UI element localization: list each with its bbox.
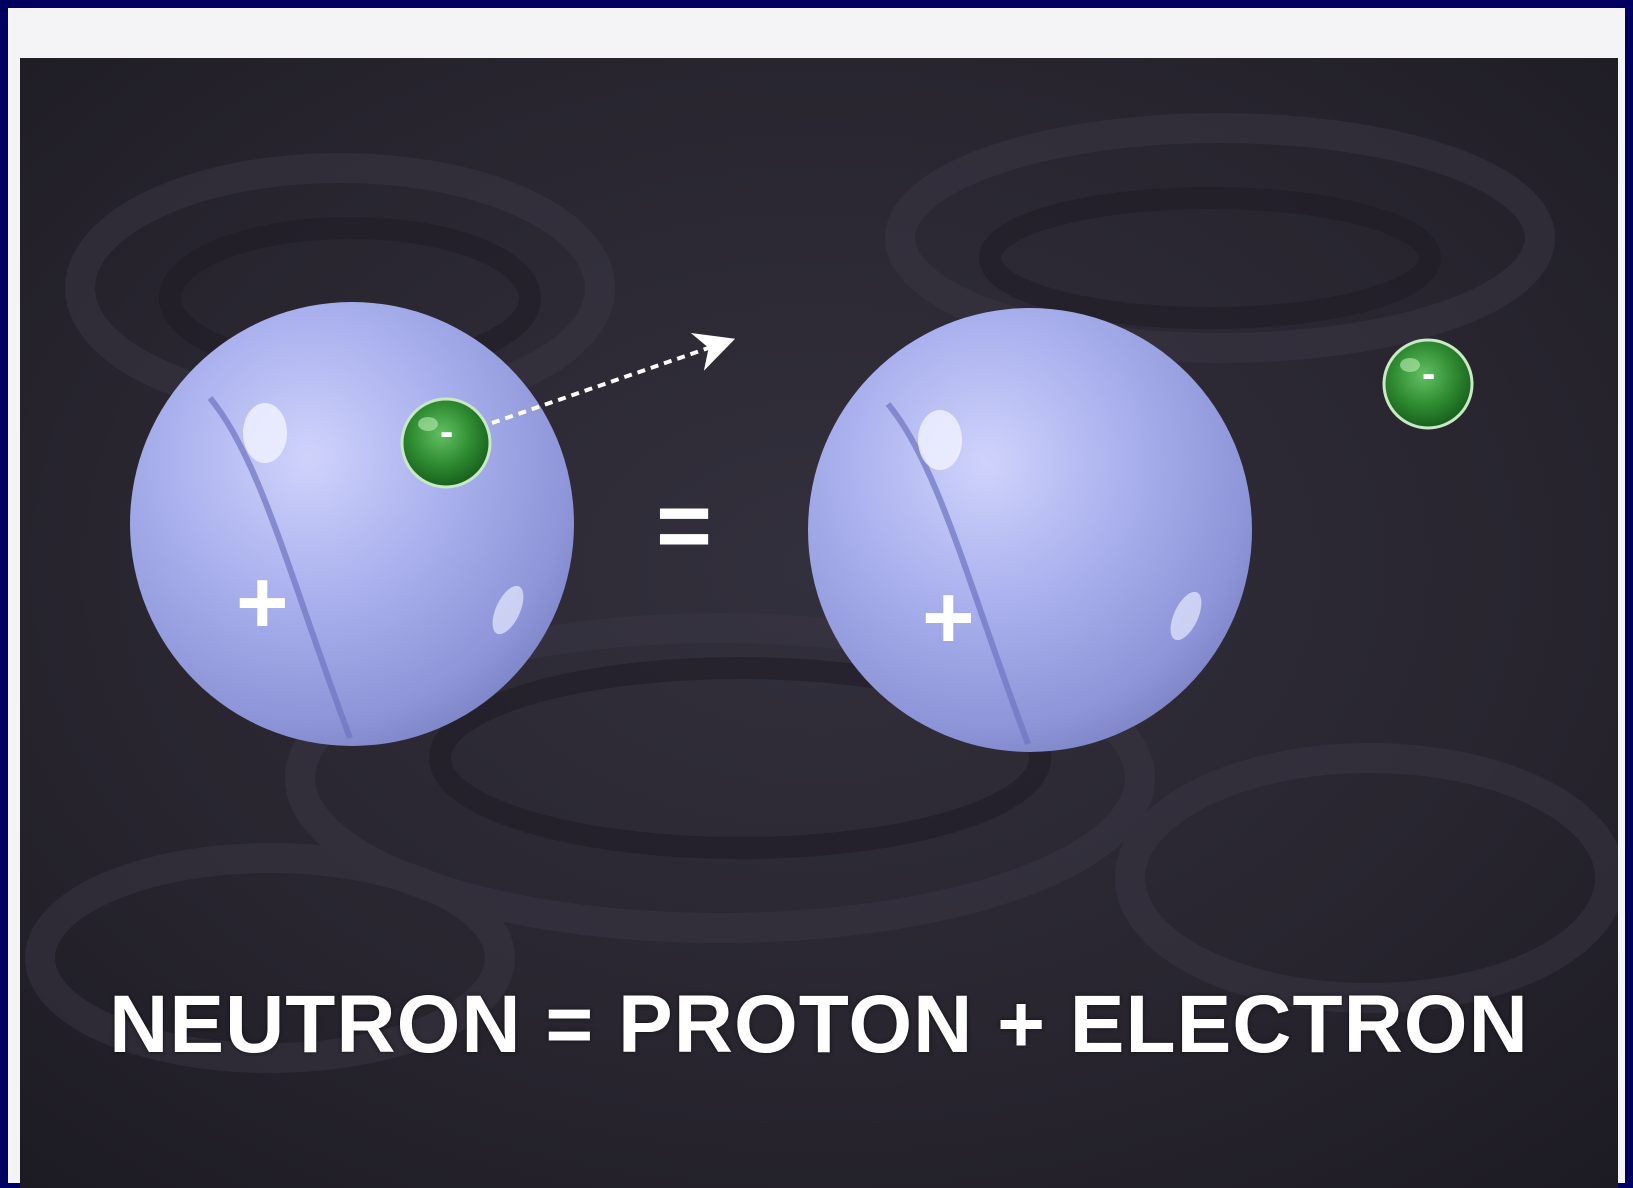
illustration-panel: + - = + - NEUTRON = PROTON + ELECTRON (20, 58, 1618, 1188)
free-electron (1382, 338, 1474, 430)
proton-sphere (808, 308, 1252, 752)
equation-caption: NEUTRON = PROTON + ELECTRON (109, 979, 1529, 1070)
equals-sign: = (656, 472, 713, 579)
proton-plus-sign: + (922, 568, 975, 668)
bound-electron (400, 397, 492, 489)
emission-arrow (491, 332, 736, 425)
free-electron-minus-sign: - (1422, 352, 1436, 396)
slide-mat: + - = + - NEUTRON = PROTON + ELECTRON (8, 8, 1625, 1188)
bound-electron-minus-sign: - (440, 410, 454, 454)
neutron-sphere (130, 302, 574, 746)
neutron-plus-sign: + (236, 553, 289, 653)
diagram-canvas (20, 58, 1618, 1188)
